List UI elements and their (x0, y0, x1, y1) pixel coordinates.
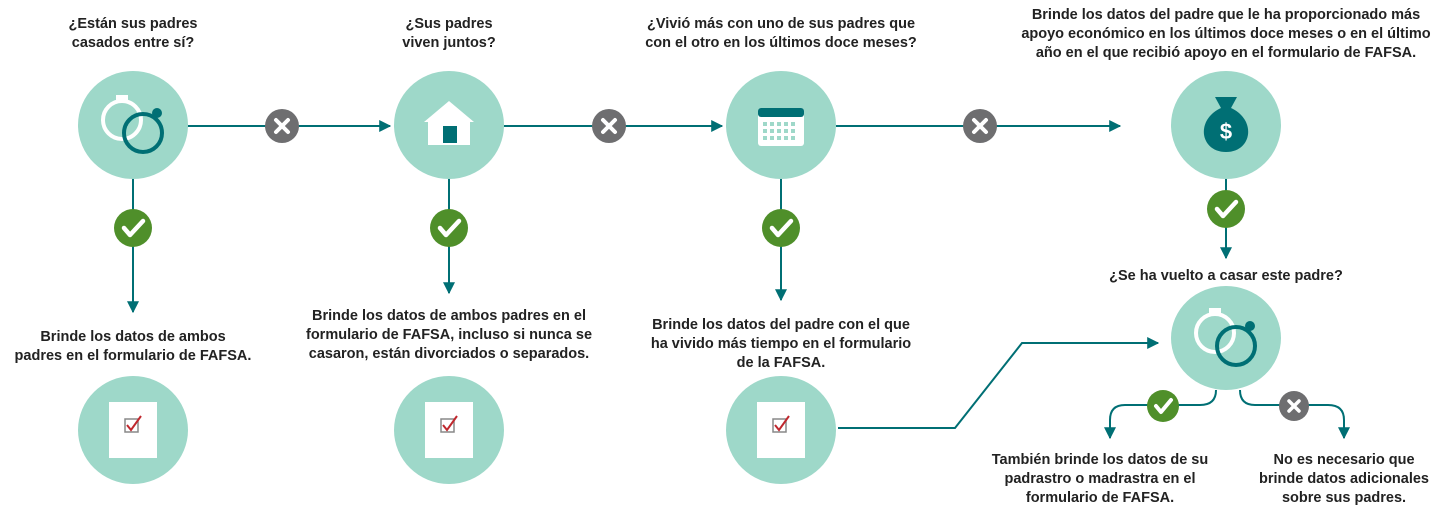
question-parent-remarried: ¿Se ha vuelto a casar este padre? (1109, 268, 1343, 284)
bubble-q5 (1171, 286, 1281, 390)
arrow-o3-to-q5 (838, 337, 1160, 429)
checked-form-icon (425, 402, 473, 458)
rings-icon (1194, 308, 1257, 367)
checked-form-icon (757, 402, 805, 458)
outcome-both-parents: Brinde los datos de ambos padres en el f… (14, 329, 252, 364)
outcome-both-parents-unmarried: Brinde los datos de ambos padres en el f… (305, 308, 593, 362)
outcome-no-additional-info: No es necesario que brinde datos adicion… (1258, 452, 1429, 506)
arrow-q5-to-o5 (1239, 389, 1350, 440)
check-circle-icon (430, 209, 468, 247)
house-icon (424, 101, 474, 145)
instruction-most-support-parent: Brinde los datos del padre que le ha pro… (1021, 7, 1431, 61)
outcome-stepparent-info: También brinde los datos de su padrastro… (991, 452, 1209, 506)
arrow-q5-to-o4 (1104, 389, 1217, 440)
check-circle-icon (1207, 190, 1245, 228)
check-circle-icon (762, 209, 800, 247)
check-circle-icon (114, 209, 152, 247)
outcome-parent-lived-with-most: Brinde los datos del padre con el que ha… (650, 317, 912, 371)
x-circle-icon (265, 109, 299, 143)
checked-form-icon (109, 402, 157, 458)
question-lived-more-with-one-parent: ¿Vivió más con uno de sus padres que con… (645, 16, 917, 51)
question-parents-married: ¿Están sus padres casados entre sí? (68, 16, 198, 51)
rings-icon (101, 95, 164, 154)
calendar-icon (758, 108, 804, 146)
check-circle-icon (1147, 390, 1179, 422)
money-bag-symbol: $ (1220, 119, 1232, 144)
x-circle-icon (963, 109, 997, 143)
bubble-q1 (78, 71, 188, 179)
money-bag-icon: $ (1203, 97, 1249, 152)
x-circle-icon (1279, 391, 1309, 421)
x-circle-icon (592, 109, 626, 143)
question-parents-live-together: ¿Sus padres viven juntos? (402, 16, 496, 51)
